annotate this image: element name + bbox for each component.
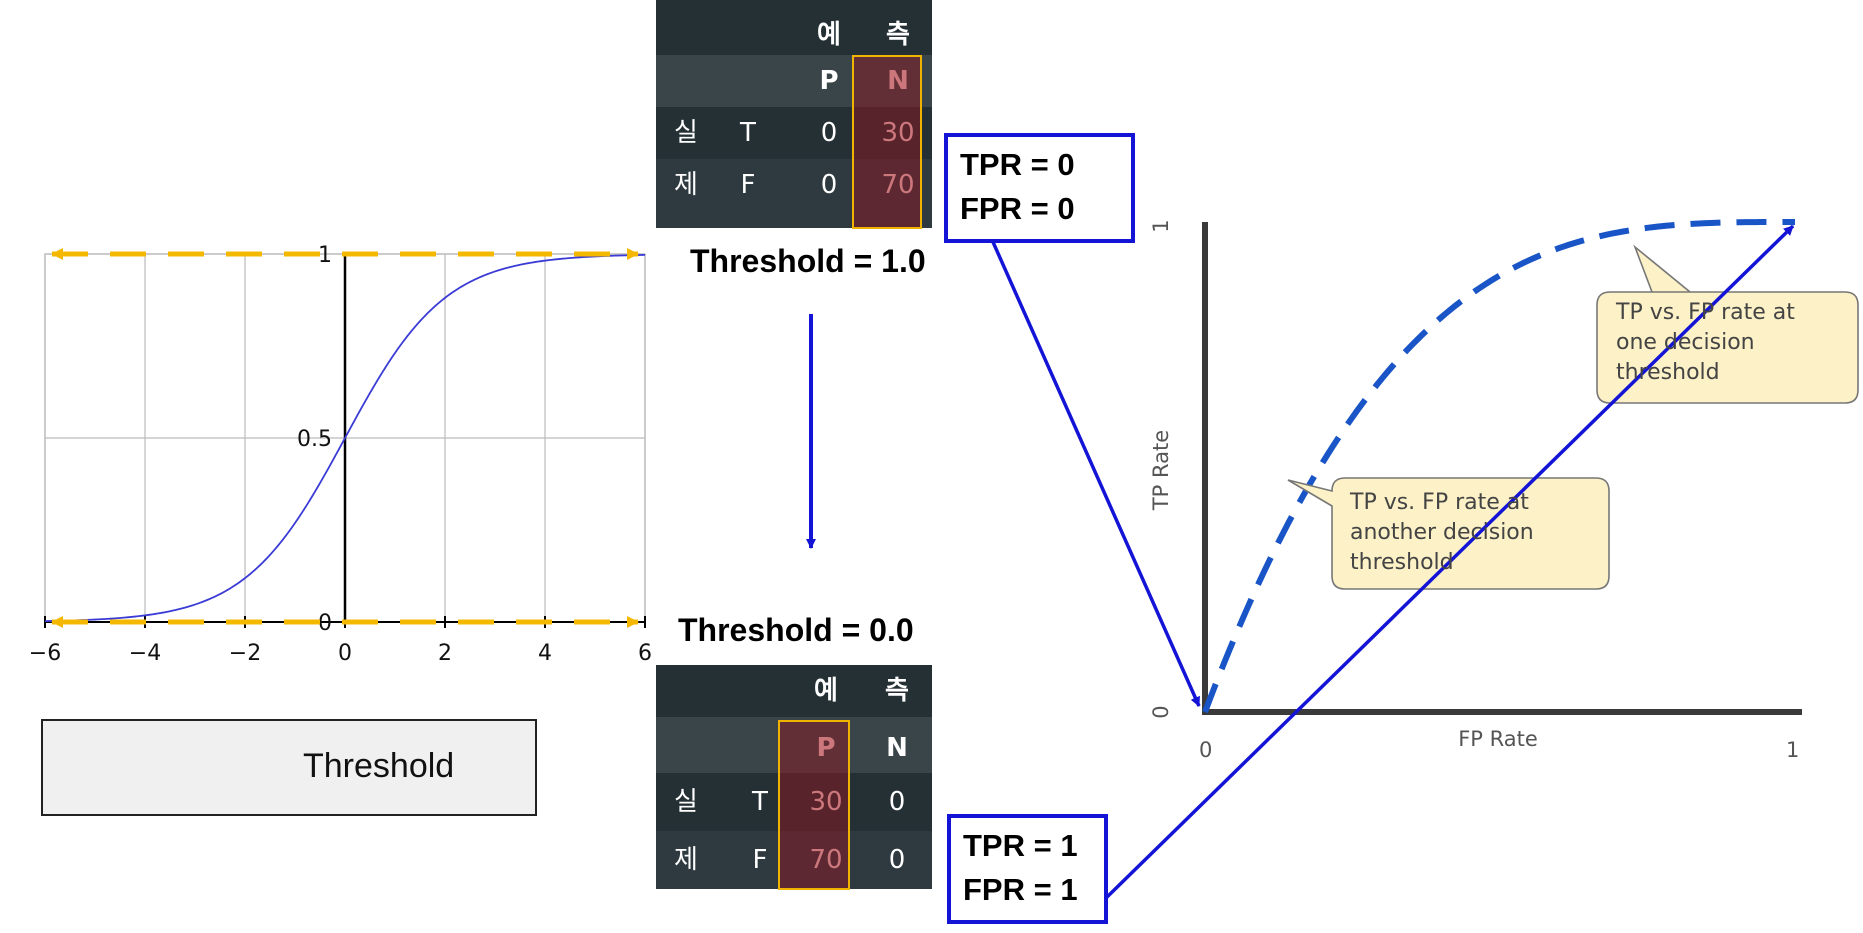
matrix-bottom-col-p: P: [816, 733, 836, 763]
matrix-bottom-row-f-p: 70: [809, 845, 843, 875]
legend-box: Threshold: [41, 719, 537, 816]
matrix-top-actual-char-2: 제: [674, 170, 698, 200]
matrix-top-predicted-char-1: 예: [817, 20, 841, 50]
roc-curve: [1202, 219, 1795, 714]
sigmoid-x-tick-2: −2: [229, 641, 261, 666]
matrix-top-col-n: N: [887, 66, 909, 96]
confusion-matrix-threshold-0: 예 측 P N 실 T 30 0 제 F 70 0: [656, 665, 932, 890]
sigmoid-y-tick-0: 0: [318, 611, 332, 636]
rate-box-threshold-1: TPR = 0 FPR = 0: [944, 133, 1135, 243]
matrix-bottom-row-f: 제 F 70 0: [656, 831, 932, 889]
matrix-bottom-highlight-p-column: [778, 720, 850, 890]
matrix-bottom-actual-char-2: 제: [674, 845, 698, 875]
matrix-top-row-f-n: 70: [881, 170, 915, 200]
sigmoid-x-tick-4: 2: [438, 641, 452, 666]
callout-bottom-line-2: another decision: [1350, 520, 1534, 545]
matrix-top-row-t-label: T: [740, 118, 756, 148]
arrow-to-roc-origin: [991, 241, 1201, 707]
roc-plot: 0 1 0 1 FP Rate TP Rate: [1149, 219, 1859, 762]
matrix-top-row-t: 실 T 0 30: [656, 107, 932, 159]
sigmoid-plot: −6 −4 −2 0 2 4 6 0 0.5 1: [29, 243, 652, 666]
sigmoid-x-tick-6: 6: [638, 641, 652, 666]
callout-top-line-1: TP vs. FP rate at: [1616, 300, 1795, 325]
matrix-top-col-p: P: [819, 66, 839, 96]
callout-bottom-bubble: [1287, 477, 1610, 590]
callout-bottom-line-1: TP vs. FP rate at: [1350, 490, 1529, 515]
matrix-top-row-t-n: 30: [881, 118, 915, 148]
sigmoid-x-tick-3: 0: [338, 641, 352, 666]
matrix-bottom-predicted-char-2: 측: [885, 676, 909, 706]
matrix-top-actual-char-1: 실: [674, 118, 698, 148]
matrix-bottom-col-n: N: [886, 733, 908, 763]
rate-box-threshold-0: TPR = 1 FPR = 1: [947, 814, 1108, 924]
matrix-bottom-row-f-label: F: [752, 845, 768, 875]
threshold-label-top: Threshold = 1.0: [690, 243, 926, 279]
matrix-bottom-row-t-p: 30: [809, 787, 843, 817]
roc-x-tick-1: 1: [1786, 738, 1799, 762]
matrix-bottom-predicted-char-1: 예: [814, 676, 838, 706]
sigmoid-x-tick-1: −4: [129, 641, 161, 666]
matrix-top-row-f-p: 0: [820, 170, 838, 200]
rate-box-top-tpr: TPR = 0: [960, 147, 1075, 182]
rate-box-bottom-fpr: FPR = 1: [963, 872, 1078, 907]
matrix-bottom-header-row: 예 측: [656, 665, 932, 717]
matrix-bottom-row-f-n: 0: [888, 845, 906, 875]
sigmoid-tick-labels: −6 −4 −2 0 2 4 6 0 0.5 1: [29, 243, 652, 666]
callout-top-line-3: threshold: [1616, 360, 1720, 385]
matrix-top-row-f: 제 F 0 70: [656, 159, 932, 211]
confusion-matrix-threshold-1: 예 측 P N 실 T 0 30 제 F 0 70: [656, 0, 932, 229]
sigmoid-x-tick-0: −6: [29, 641, 61, 666]
matrix-bottom-row-t-label: T: [752, 787, 768, 817]
matrix-top-highlight-n-column: [852, 55, 922, 229]
roc-y-tick-1: 1: [1149, 219, 1173, 232]
matrix-bottom-actual-char-1: 실: [674, 787, 698, 817]
threshold-label-bottom: Threshold = 0.0: [678, 612, 914, 648]
matrix-top-col-label-row: P N: [656, 55, 932, 107]
rate-box-bottom-tpr: TPR = 1: [963, 828, 1078, 863]
sigmoid-x-tick-5: 4: [538, 641, 552, 666]
matrix-bottom-row-t: 실 T 30 0: [656, 773, 932, 831]
sigmoid-curve: [44, 254, 646, 622]
callout-bottom-line-3: threshold: [1350, 550, 1454, 575]
roc-x-label: FP Rate: [1458, 727, 1538, 751]
matrix-bottom-row-t-n: 0: [888, 787, 906, 817]
roc-y-label: TP Rate: [1149, 430, 1173, 511]
sigmoid-y-tick-2: 1: [318, 243, 332, 268]
callout-top-text: TP vs. FP rate at one decision threshold: [1616, 298, 1795, 388]
matrix-top-header-row: 예 측: [656, 0, 932, 55]
roc-x-tick-0: 0: [1199, 738, 1212, 762]
callout-bottom-text: TP vs. FP rate at another decision thres…: [1350, 488, 1534, 578]
sigmoid-y-tick-1: 0.5: [297, 427, 332, 452]
roc-y-tick-0: 0: [1149, 705, 1173, 718]
matrix-top-row-t-p: 0: [820, 118, 838, 148]
callout-top-line-2: one decision: [1616, 330, 1755, 355]
matrix-top-predicted-char-2: 측: [886, 20, 910, 50]
rate-box-top-fpr: FPR = 0: [960, 191, 1075, 226]
matrix-top-row-f-label: F: [740, 170, 756, 200]
arrow-to-roc-top-right: [1104, 224, 1795, 900]
legend-label: Threshold: [303, 747, 455, 785]
matrix-bottom-col-label-row: P N: [656, 717, 932, 773]
